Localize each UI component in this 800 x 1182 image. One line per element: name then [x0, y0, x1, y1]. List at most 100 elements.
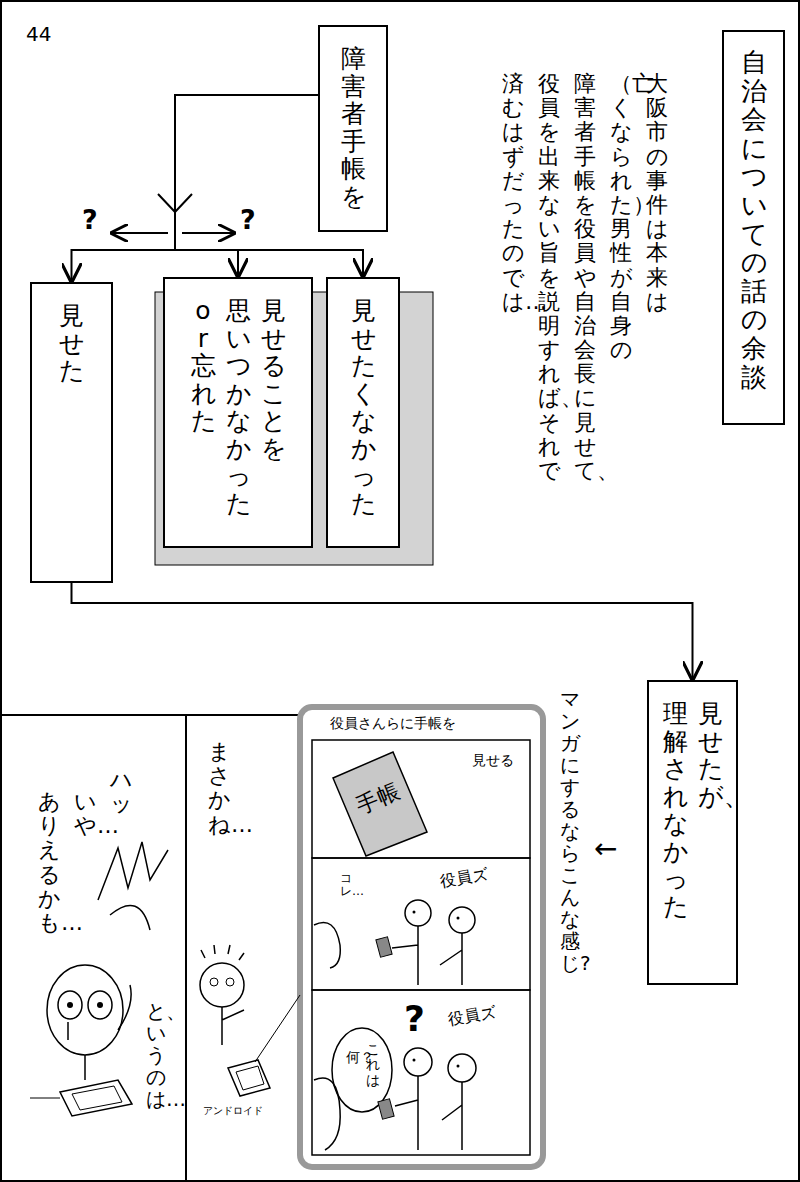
process-box: 見せたくなかった — [326, 277, 400, 548]
label-text: マンガにするならこんな感じ? — [560, 688, 580, 974]
art-circle — [457, 1065, 460, 1068]
label-text: アンドロイド — [203, 1105, 263, 1116]
label: と、いうのは… — [146, 1000, 166, 1110]
art-path — [236, 995, 300, 1090]
art-circle — [457, 917, 460, 920]
label: マンガにするならこんな感じ? — [560, 688, 580, 974]
label-text: 役員さんらに手帳を — [330, 715, 456, 731]
box-label: 見せたが、 — [698, 700, 723, 920]
art-circle — [210, 978, 218, 986]
label: アンドロイド — [203, 1104, 263, 1118]
art-path — [0, 715, 300, 1182]
art-rect — [312, 990, 530, 1155]
art-path — [30, 1086, 122, 1110]
process-box: 見せたが、理解されなかった — [647, 680, 738, 985]
label: ハッ — [110, 768, 132, 816]
art-ellipse — [332, 1028, 392, 1112]
art-circle — [449, 907, 475, 933]
label: （亡くなられた）男性が自身の — [610, 72, 632, 362]
art-ellipse — [88, 991, 112, 1019]
art-path — [395, 1076, 462, 1150]
art-circle — [413, 911, 416, 914]
label-text: ← — [594, 832, 617, 865]
art-rect — [376, 937, 392, 957]
art-ellipse — [47, 965, 123, 1055]
box-label: 見せることを — [261, 297, 286, 517]
label: いや… — [74, 790, 96, 838]
art-polygon — [228, 1060, 270, 1096]
art-path — [68, 985, 131, 1080]
label-text: 見せる — [472, 752, 514, 768]
art-path — [112, 232, 168, 234]
process-box: 障害者手帳を — [318, 25, 388, 232]
label-text: まさかね… — [208, 740, 230, 837]
flow-arrow — [72, 583, 693, 679]
art-rect — [300, 707, 543, 1167]
art-path — [110, 905, 150, 930]
label-text: コレ… — [340, 872, 352, 898]
art-circle — [448, 1054, 476, 1082]
label: ? — [404, 998, 425, 1039]
label: 役員を出来ない旨を説明すれば、それで — [538, 72, 560, 483]
label-text: 44 — [26, 22, 51, 46]
box-label: 見せたくなかった — [351, 297, 376, 517]
art-path — [314, 923, 340, 969]
art-circle — [67, 1002, 73, 1008]
label: 見せる — [472, 752, 514, 770]
label: ← — [594, 832, 617, 865]
label-text: ? — [404, 998, 425, 1039]
art-circle — [404, 1048, 432, 1076]
box-label: 理解されなかった — [663, 700, 688, 920]
box-text: 障害者手帳を — [341, 27, 366, 210]
art-path — [392, 926, 462, 985]
label-text: これは — [366, 1042, 380, 1088]
art-circle — [97, 1002, 103, 1008]
art-path — [98, 842, 168, 900]
label-text: と、いうのは… — [146, 1000, 166, 1110]
flow-arrow — [175, 95, 318, 276]
label-text: ハッ — [110, 768, 132, 816]
label: 障害者手帳を役員や自治会長に見せて、 — [574, 72, 596, 483]
label-text: ? — [82, 204, 98, 235]
label-text: 役員を出来ない旨を説明すれば、それで — [538, 72, 560, 483]
box-label: 見せた — [59, 302, 84, 385]
art-circle — [405, 900, 431, 926]
box-label: 思いつかなかった — [226, 297, 251, 517]
art-circle — [226, 978, 234, 986]
label: まさかね… — [208, 740, 230, 837]
label: 大阪市の事件は本来は — [646, 72, 668, 314]
art-circle — [200, 963, 244, 1007]
art-path — [201, 945, 244, 1045]
box-text: 見せたくなかった — [351, 279, 376, 517]
art-polygon — [333, 752, 427, 856]
label: ありえるかも… — [38, 790, 60, 935]
art-rect — [312, 740, 530, 858]
label-text: 済むはずだったのでは… — [502, 72, 524, 314]
label-text: 障害者手帳を役員や自治会長に見せて、 — [574, 72, 596, 483]
art-path — [314, 1078, 340, 1150]
label-text: 大阪市の事件は本来は — [646, 72, 668, 314]
label-text: 何？ — [346, 1050, 360, 1065]
label: 44 — [26, 22, 51, 46]
flow-arrow — [72, 95, 319, 281]
box-label: 障害者手帳を — [341, 45, 366, 210]
title: 自治会についての話の余談 — [741, 48, 767, 391]
box-text: 見せた — [59, 284, 84, 385]
art-ellipse — [58, 991, 82, 1019]
art-rect — [312, 858, 530, 990]
label-text: いや… — [74, 790, 96, 838]
art-polygon — [60, 1080, 132, 1116]
art-circle — [413, 1059, 416, 1062]
label: 役員さんらに手帳を — [330, 715, 456, 733]
box-label: or 忘れた — [191, 297, 216, 517]
label-text: ありえるかも… — [38, 790, 60, 935]
title-box: 自治会についての話の余談 — [722, 30, 785, 425]
art-path — [182, 232, 234, 234]
box-text: 見せたが、理解されなかった — [663, 682, 723, 920]
process-box: 見せることを思いつかなかった or 忘れた — [163, 277, 313, 548]
label: コレ… — [340, 872, 352, 898]
label: ? — [82, 204, 98, 235]
